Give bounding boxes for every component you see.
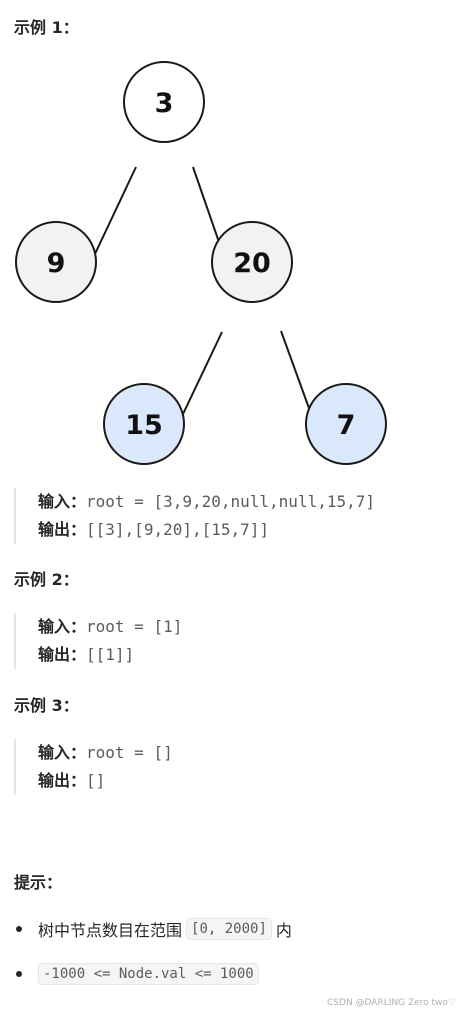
output-label: 输出： xyxy=(38,645,87,664)
inline-code-range: [0, 2000] xyxy=(186,918,272,940)
hint-text-suffix: 内 xyxy=(275,921,292,940)
tree-node-9: 9 xyxy=(15,221,97,303)
example-1-io: 输入：root = [3,9,20,null,null,15,7] 输出：[[3… xyxy=(14,488,454,544)
bullet-icon xyxy=(16,971,22,977)
input-value: root = [3,9,20,null,null,15,7] xyxy=(86,492,375,511)
hint-text: 树中节点数目在范围 xyxy=(38,921,183,940)
input-label: 输入： xyxy=(38,743,87,762)
tree-node-label: 20 xyxy=(233,248,271,279)
input-label: 输入： xyxy=(38,617,87,636)
example-2-io: 输入：root = [1] 输出：[[1]] xyxy=(14,613,454,669)
example-3-io: 输入：root = [] 输出：[] xyxy=(14,739,454,795)
tree-node-7: 7 xyxy=(305,383,387,465)
example-1-heading: 示例 1： xyxy=(14,18,79,37)
watermark: CSDN @DARLING Zero two♡ xyxy=(327,998,456,1008)
tree-node-20: 20 xyxy=(211,221,293,303)
hints-heading: 提示： xyxy=(14,873,63,892)
output-label: 输出： xyxy=(38,771,87,790)
output-value: [[3],[9,20],[15,7]] xyxy=(86,520,270,539)
tree-node-label: 9 xyxy=(47,248,66,279)
tree-node-circle xyxy=(123,61,205,143)
hint-item-node-count: 树中节点数目在范围 [0, 2000] 内 xyxy=(14,915,292,943)
tree-node-circle xyxy=(103,383,185,465)
tree-node-3: 3 xyxy=(123,61,205,143)
example-3-heading: 示例 3： xyxy=(14,696,79,715)
tree-node-label: 15 xyxy=(125,410,163,441)
input-value: root = [] xyxy=(86,743,173,762)
inline-code-value-range: -1000 <= Node.val <= 1000 xyxy=(38,963,259,985)
tree-node-15: 15 xyxy=(103,383,185,465)
tree-node-circle xyxy=(305,383,387,465)
tree-node-label: 7 xyxy=(337,410,356,441)
input-value: root = [1] xyxy=(86,617,183,636)
binary-tree-diagram: 3 9 20 15 7 xyxy=(15,61,387,465)
output-value: [[1]] xyxy=(86,645,135,664)
hint-item-value-range: -1000 <= Node.val <= 1000 xyxy=(14,960,263,988)
input-label: 输入： xyxy=(38,492,87,511)
output-label: 输出： xyxy=(38,520,87,539)
tree-node-circle xyxy=(15,221,97,303)
example-2-heading: 示例 2： xyxy=(14,570,79,589)
tree-node-circle xyxy=(211,221,293,303)
output-value: [] xyxy=(86,771,106,790)
bullet-icon xyxy=(16,926,22,932)
tree-node-label: 3 xyxy=(155,88,174,119)
